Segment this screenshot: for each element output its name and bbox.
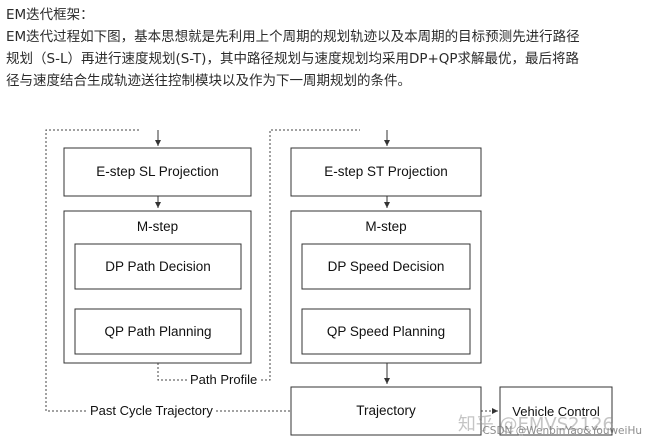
sl-projection-label: E-step SL Projection xyxy=(96,164,219,179)
dp-path-label: DP Path Decision xyxy=(105,259,211,274)
intro-line-1: EM迭代过程如下图，基本思想就是先利用上个周期的规划轨迹以及本周期的目标预测先进… xyxy=(6,29,580,45)
dp-speed-box xyxy=(301,243,471,290)
dp-speed-label: DP Speed Decision xyxy=(327,259,445,274)
m-step-right-label: M-step xyxy=(365,219,407,234)
zhihu-watermark: 知乎 @EMVS2126 xyxy=(457,414,614,435)
trajectory-label: Trajectory xyxy=(356,403,416,418)
trajectory-box xyxy=(290,386,482,436)
intro-heading: EM迭代框架： xyxy=(6,7,94,23)
qp-speed-box xyxy=(301,308,471,355)
path-profile-label: Path Profile xyxy=(188,372,260,387)
st-projection-label: E-step ST Projection xyxy=(324,164,448,179)
intro-text: EM迭代框架： EM迭代过程如下图，基本思想就是先利用上个周期的规划轨迹以及本周… xyxy=(6,4,646,92)
qp-speed-label: QP Speed Planning xyxy=(326,324,446,339)
sl-projection-box xyxy=(63,147,252,197)
path-profile-line xyxy=(157,129,360,381)
st-projection-box xyxy=(290,147,482,197)
vehicle-control-box xyxy=(499,386,613,436)
csdn-watermark: CSDN @WenbinYao&YouweiHu xyxy=(482,425,642,437)
vehicle-control-label: Vehicle Control xyxy=(512,404,600,419)
m-step-left-label: M-step xyxy=(136,219,179,234)
qp-path-box xyxy=(74,308,242,355)
intro-line-2: 规划（S-L）再进行速度规划(S-T)，其中路径规划与速度规划均采用DP+QP求… xyxy=(6,51,580,67)
qp-path-label: QP Path Planning xyxy=(104,324,212,339)
intro-line-3: 径与速度结合生成轨迹送往控制模块以及作为下一周期规划的条件。 xyxy=(6,73,411,89)
past-cycle-label: Past Cycle Trajectory xyxy=(88,403,215,418)
dp-path-box xyxy=(74,243,242,290)
